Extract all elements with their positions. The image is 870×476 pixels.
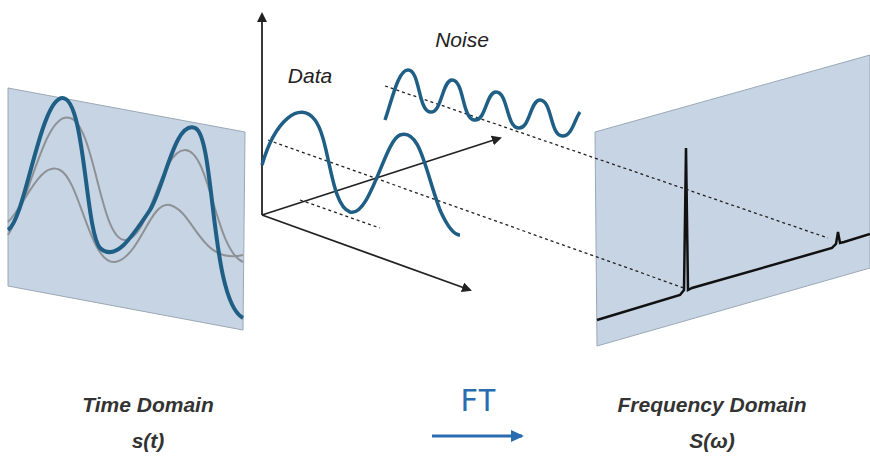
data-wave [262,112,460,235]
frequency-panel [595,55,870,346]
domain-function: s(t) [132,429,165,453]
domain-title: Time Domain [82,393,213,417]
time-panel [8,88,245,330]
domain-title: Frequency Domain [617,393,806,417]
noise-wave [385,70,580,136]
domain-function: S(ω) [689,429,735,453]
wave-label: Noise [435,28,489,52]
axes [262,14,500,290]
wave-label: Data [288,64,332,88]
transform-label: FT [460,383,496,418]
ft-arrow [432,435,522,438]
projection-lines [268,86,828,288]
